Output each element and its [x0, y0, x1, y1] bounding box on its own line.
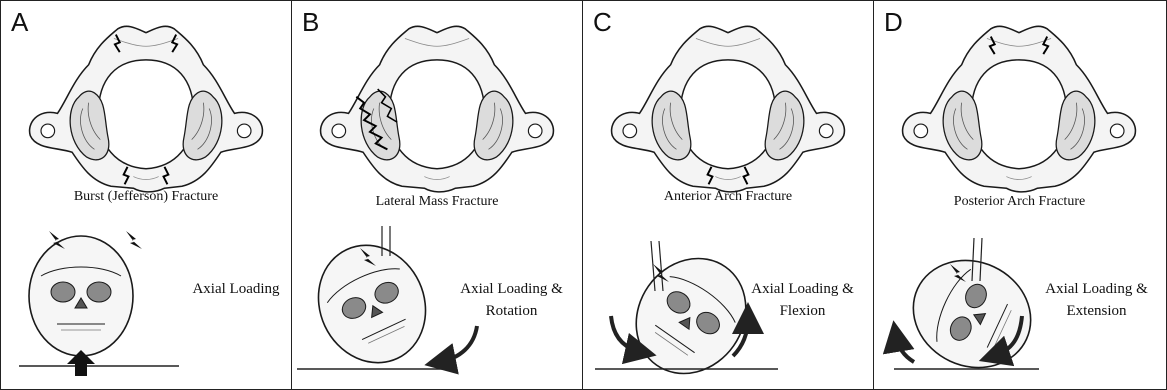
skull-mechanism-illustration [1, 226, 292, 389]
mechanism-label: Axial Loading & Extension [1029, 278, 1164, 322]
panel-d: D Posterior Arch Fracture Axial Loading … [874, 1, 1165, 389]
rotation-arrow-icon [440, 326, 477, 362]
panel-b: B Lateral Mass Fracture Axial Loading & … [292, 1, 583, 389]
mechanism-label: Axial Loading & Flexion [735, 278, 870, 322]
atlas-vertebra-illustration [597, 21, 859, 196]
atlas-vertebra-illustration [888, 21, 1150, 196]
atlas-vertebra-illustration [306, 21, 568, 196]
panel-c: C Anterior Arch Fracture Axial Loading &… [583, 1, 874, 389]
panel-a: A Burst (Jefferson) Fracture Axial Loadi… [1, 1, 292, 389]
fracture-caption: Burst (Jefferson) Fracture [1, 189, 291, 205]
fracture-caption: Lateral Mass Fracture [292, 194, 582, 210]
fracture-caption: Posterior Arch Fracture [874, 194, 1165, 210]
impact-bolt-icon [126, 231, 142, 249]
fracture-caption: Anterior Arch Fracture [583, 189, 873, 205]
mechanism-label: Axial Loading [191, 278, 281, 300]
mechanism-label: Axial Loading & Rotation [444, 278, 579, 322]
atlas-vertebra-illustration [15, 21, 277, 196]
extension-arrow-icon [896, 336, 914, 362]
